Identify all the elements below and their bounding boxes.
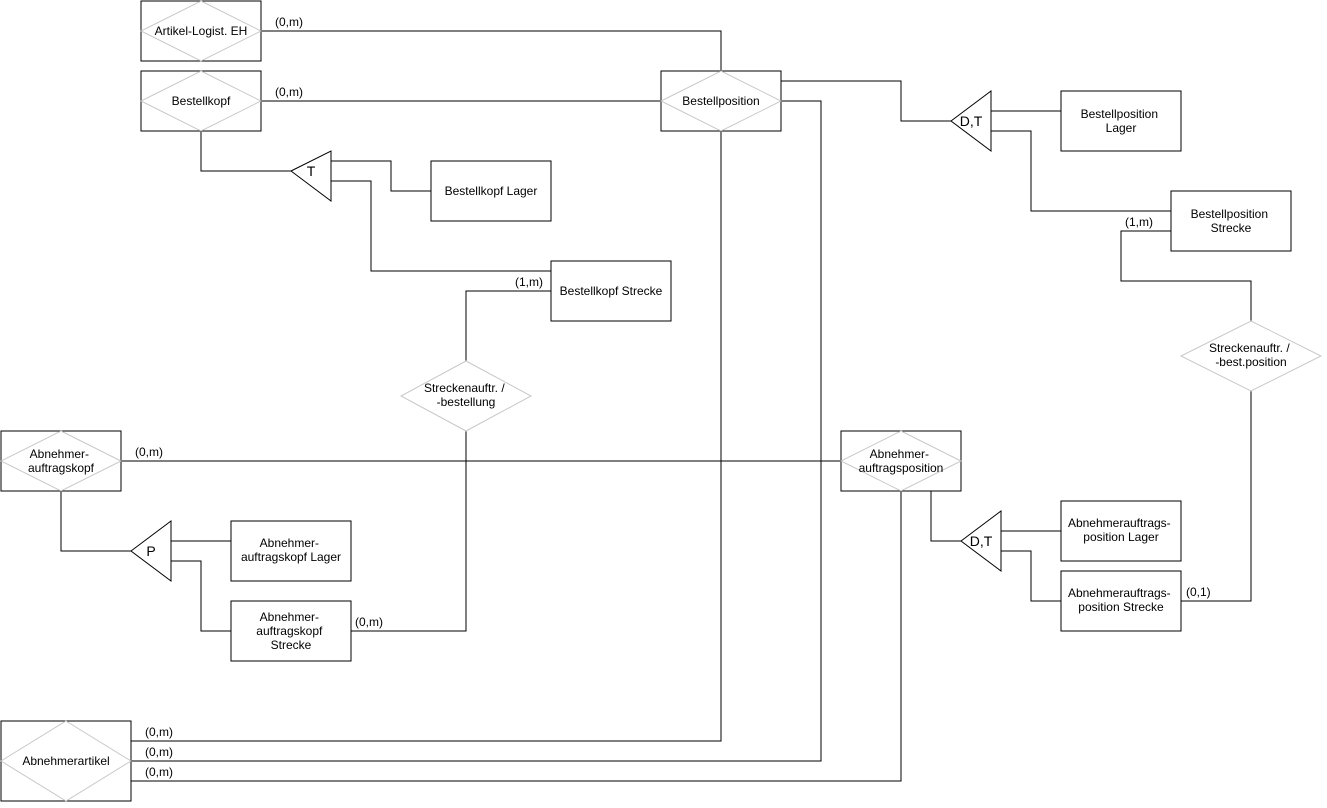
entity-label-line1: Abnehmer- — [870, 447, 929, 461]
tri-label: T — [307, 163, 316, 179]
link-relation-aks — [351, 431, 467, 632]
entity-label-line1: Abnehmerauftrags- — [1068, 516, 1171, 530]
link-bestellkopf-tri — [200, 131, 291, 172]
svg-text:Abnehmerauftrags- positi: Abnehmerauftrags- position Lager — [1068, 516, 1174, 544]
entity-label-line3: Strecke — [271, 638, 312, 652]
link-bps-relation — [1120, 230, 1252, 321]
relation-streckenauftr-bestellung: Streckenauftr. / -bestellung — [399, 360, 533, 432]
relation-label-line1: Streckenauftr. / — [424, 381, 505, 395]
entity-bestellposition-lager: Bestellposition Lager — [1060, 90, 1182, 152]
relation-label-line1: Streckenauftr. / — [1209, 341, 1290, 355]
specialization-bestellposition: D,T — [950, 90, 992, 152]
entity-label: Artikel-Logist. EH — [155, 24, 248, 38]
entity-bestellkopf-lager: Bestellkopf Lager — [430, 160, 552, 222]
cardinalities: (0,m) (0,m) (1,m) (1,m) (0,m) (0,m) (0,1… — [135, 15, 1211, 779]
link-akopf-tri — [60, 491, 131, 552]
entity-abnehmer-auftragskopf: Abnehmer- auftragskopf — [0, 430, 123, 492]
svg-text:Streckenauftr. / -bestel: Streckenauftr. / -bestellung — [424, 381, 508, 409]
relation-label-line2: -bestellung — [437, 395, 496, 409]
entity-label: Bestellkopf Lager — [445, 184, 538, 198]
svg-text:Abnehmer- auftragskopf: Abnehmer- auftragskopf — [28, 447, 95, 475]
link-tri-bestellposition-strecke — [991, 130, 1171, 212]
entity-bestellposition-strecke: Bestellposition Strecke — [1170, 190, 1292, 252]
cardinality-abnehmerartikel-3: (0,m) — [145, 765, 173, 779]
specialization-bestellkopf: T — [290, 150, 332, 202]
svg-text:Bestellposition Strecke: Bestellposition Strecke — [1191, 207, 1272, 235]
relation-streckenauftr-bestposition: Streckenauftr. / -best.position — [1179, 320, 1323, 392]
svg-text:Bestellkopf Strecke: Bestellkopf Strecke — [560, 284, 663, 298]
svg-text:Abnehmer- auftragskopf: Abnehmer- auftragskopf Strecke — [256, 610, 325, 652]
entity-label-line1: Bestellposition — [1081, 107, 1158, 121]
cardinality-bestellkopf: (0,m) — [275, 85, 303, 99]
entity-label-line2: Lager — [1106, 121, 1137, 135]
link-tri-akopf-strecke — [171, 560, 231, 632]
link-aposition-tri — [930, 491, 961, 542]
cardinality-abnehmerartikel-1: (0,m) — [145, 725, 173, 739]
entity-label-line1: Bestellposition — [1191, 207, 1268, 221]
entity-abnehmerartikel: Abnehmerartikel — [0, 720, 132, 802]
cardinality-artikel-logist: (0,m) — [275, 15, 303, 29]
tri-label: D,T — [960, 113, 983, 129]
link-tri-bestellkopf-lager — [331, 160, 431, 192]
entity-label: Abnehmerartikel — [22, 754, 109, 768]
entity-label-line2: position Strecke — [1078, 600, 1164, 614]
specialization-abnehmer-auftragskopf: P — [130, 520, 172, 582]
cardinality-bestellkopf-strecke: (1,m) — [515, 275, 543, 289]
entity-label-line2: auftragskopf Lager — [241, 550, 341, 564]
entity-label-line1: Abnehmer- — [260, 610, 319, 624]
link-bestellposition-tri — [781, 80, 951, 122]
relation-label-line2: -best.position — [1215, 355, 1286, 369]
svg-text:Abnehmerartikel: Abnehmerartikel — [22, 754, 109, 768]
svg-text:Bestellkopf Lager: Bestellkopf Lager — [445, 184, 538, 198]
entity-bestellkopf-strecke: Bestellkopf Strecke — [550, 260, 672, 322]
tri-label: P — [146, 543, 155, 559]
cardinality-abnehmerartikel-2: (0,m) — [145, 745, 173, 759]
entity-label-line1: Abnehmer- — [260, 536, 319, 550]
cardinality-abnehmerauftragsposition-strecke: (0,1) — [1186, 585, 1211, 599]
svg-text:Bestellposition: Bestellposition — [682, 94, 759, 108]
entity-abnehmer-auftragskopf-strecke: Abnehmer- auftragskopf Strecke — [230, 600, 352, 662]
entity-label-line2: auftragskopf — [256, 624, 323, 638]
entity-bestellkopf: Bestellkopf — [139, 70, 263, 132]
entity-label-line1: Abnehmerauftrags- — [1068, 586, 1171, 600]
entity-label-line2: auftragsposition — [859, 461, 944, 475]
entity-artikel-logist: Artikel-Logist. EH — [139, 0, 263, 62]
entity-label-line2: Strecke — [1211, 221, 1252, 235]
svg-text:Abnehmer- auftragskopf L: Abnehmer- auftragskopf Lager — [241, 536, 341, 564]
svg-text:Bestellposition Lager: Bestellposition Lager — [1081, 107, 1162, 135]
entity-abnehmer-auftragskopf-lager: Abnehmer- auftragskopf Lager — [230, 520, 352, 582]
cardinality-abnehmer-auftragskopf-strecke: (0,m) — [355, 615, 383, 629]
link-artikel2-bestellposition — [131, 100, 822, 762]
link-artikel-bestellposition — [261, 30, 722, 71]
svg-text:Abnehmer- auftragspositi: Abnehmer- auftragsposition — [859, 447, 944, 475]
entity-label: Bestellkopf Strecke — [560, 284, 663, 298]
cardinality-bestellposition-strecke: (1,m) — [1125, 215, 1153, 229]
entity-label-line1: Abnehmer- — [30, 447, 89, 461]
entity-abnehmer-auftragsposition: Abnehmer- auftragsposition — [839, 430, 963, 492]
connectors — [60, 30, 1252, 782]
tri-label: D,T — [970, 533, 993, 549]
entity-label: Bestellposition — [682, 94, 759, 108]
entity-bestellposition: Bestellposition — [659, 70, 783, 132]
link-relation-aps — [1181, 391, 1252, 602]
link-bks-relation — [465, 290, 551, 361]
link-tri-bestellkopf-strecke — [331, 180, 551, 272]
svg-text:Artikel-Logist. EH: Artikel-Logist. EH — [155, 24, 248, 38]
link-tri-aps-strecke — [1001, 550, 1061, 602]
svg-text:Bestellkopf: Bestellkopf — [172, 94, 231, 108]
specialization-abnehmer-auftragsposition: D,T — [960, 510, 1002, 572]
svg-text:Streckenauftr. / -best.p: Streckenauftr. / -best.position — [1209, 341, 1293, 369]
cardinality-abnehmer-auftragskopf: (0,m) — [135, 445, 163, 459]
entity-label-line2: position Lager — [1083, 530, 1158, 544]
entity-label: Bestellkopf — [172, 94, 231, 108]
entity-abnehmerauftragsposition-strecke: Abnehmerauftrags- position Strecke — [1060, 570, 1182, 632]
entity-label-line2: auftragskopf — [28, 461, 95, 475]
svg-text:Abnehmerauftrags- positi: Abnehmerauftrags- position Strecke — [1068, 586, 1174, 614]
link-artikel1-bestellposition — [131, 131, 722, 742]
entity-abnehmerauftragsposition-lager: Abnehmerauftrags- position Lager — [1060, 500, 1182, 562]
link-artikel3-aposition — [131, 491, 902, 782]
